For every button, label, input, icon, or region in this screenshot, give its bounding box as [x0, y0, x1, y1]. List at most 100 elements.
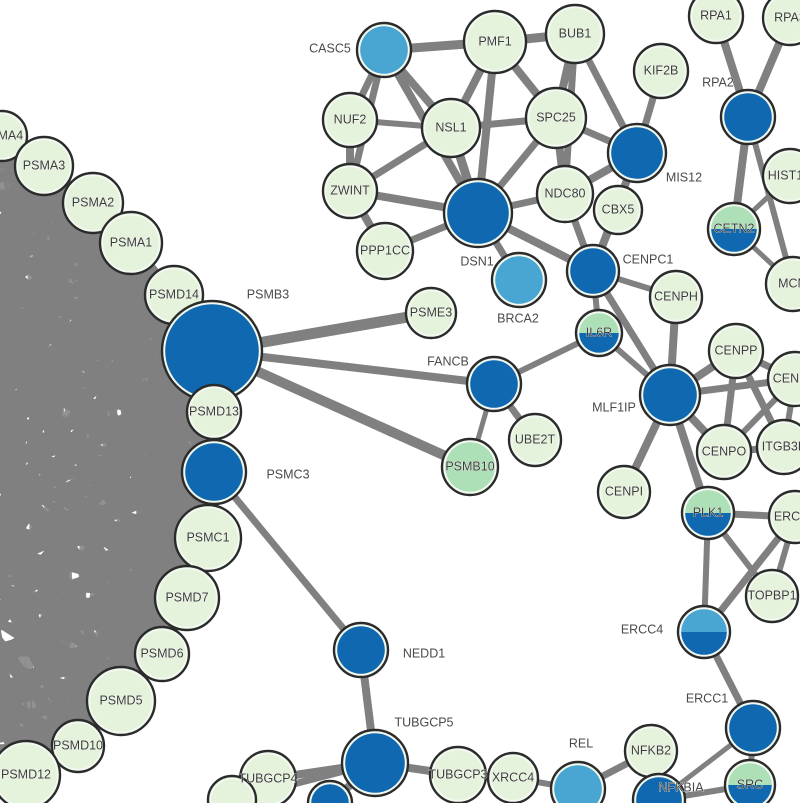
node-label: BRCA2 [497, 311, 539, 325]
node-mis12[interactable] [606, 122, 668, 184]
node-psmb10[interactable] [440, 437, 500, 497]
node-cenpc1[interactable] [565, 243, 621, 299]
node-nedd1[interactable] [332, 621, 390, 679]
node-label: TUBGCP3 [428, 767, 487, 781]
node-label: CASC5 [309, 41, 351, 55]
node-ppp1cc[interactable] [355, 221, 415, 281]
node-fill [185, 443, 243, 501]
edge [211, 469, 364, 653]
node-fill-top [681, 609, 727, 632]
node-fill [529, 91, 583, 145]
node-ndc80[interactable] [535, 164, 595, 224]
node-plk1[interactable] [680, 485, 736, 541]
node-src[interactable] [723, 758, 777, 803]
node-mlf1ip[interactable] [638, 363, 702, 427]
node-dsn1[interactable] [442, 177, 514, 249]
node-nsl1[interactable] [420, 97, 482, 159]
node-zwint[interactable] [321, 162, 379, 220]
node-rel[interactable] [549, 760, 607, 803]
node-fill [628, 728, 674, 774]
node-label: TUBGCP4 [238, 771, 297, 785]
node-rpa3[interactable] [761, 0, 800, 47]
node-label: PSMC3 [266, 467, 309, 481]
node-ercc4[interactable] [676, 604, 732, 660]
node-bub1[interactable] [544, 3, 606, 65]
node-psma3[interactable] [13, 135, 75, 197]
node-label: NUF2 [334, 112, 367, 126]
node-tubgcp3[interactable] [428, 745, 488, 803]
node-cenph[interactable] [648, 269, 704, 325]
node-hist1h[interactable] [761, 147, 800, 205]
node-label: PSMB3 [247, 287, 289, 301]
node-cenpi[interactable] [596, 464, 652, 520]
node-fill [643, 368, 697, 422]
node-ube2t[interactable] [507, 412, 563, 468]
node-psma1[interactable] [98, 210, 164, 276]
node-fill [326, 167, 374, 215]
node-tubgcp5[interactable] [340, 728, 410, 798]
node-fill [409, 291, 453, 335]
node-label: PSMD5 [99, 693, 142, 707]
node-psmc1[interactable] [173, 503, 243, 573]
node-fill [766, 152, 800, 200]
node-rpa1[interactable] [687, 0, 745, 45]
node-psmd5[interactable] [85, 665, 157, 737]
node-psmd12[interactable] [0, 739, 62, 803]
node-cbx5[interactable] [592, 184, 644, 236]
node-fill [729, 704, 777, 752]
node-nfkbia[interactable] [631, 772, 687, 803]
node-topbp1[interactable] [744, 568, 800, 624]
node-cenpq[interactable] [766, 350, 800, 408]
node-cetn2[interactable] [706, 201, 762, 257]
node-label: RPA2 [702, 75, 734, 89]
node-fill [66, 176, 120, 230]
node-ercc1[interactable] [724, 699, 782, 757]
node-il6r[interactable] [574, 308, 624, 358]
node-pmf1[interactable] [462, 9, 528, 75]
node-fill [55, 723, 101, 769]
node-fill [190, 388, 238, 436]
node-fill-bottom [685, 513, 731, 536]
node-spc25[interactable] [524, 86, 588, 150]
node-fill [345, 733, 405, 793]
node-fill [549, 8, 601, 60]
node-psme3[interactable] [404, 286, 458, 340]
node-label: PSMA4 [0, 128, 23, 142]
node-cenpo[interactable] [695, 423, 753, 481]
node-rpa2[interactable] [719, 88, 777, 146]
node-fill [467, 14, 523, 70]
node-unlabeled[interactable] [206, 774, 258, 803]
node-cenpp[interactable] [707, 322, 765, 380]
node-itgb3b[interactable] [755, 418, 800, 476]
node-psmb3[interactable] [160, 299, 264, 403]
node-psmd10[interactable] [50, 718, 106, 774]
node-kif2b[interactable] [632, 42, 690, 100]
node-label: SRC [737, 777, 763, 791]
node-psmd6[interactable] [133, 625, 191, 683]
node-psmd7[interactable] [153, 564, 221, 632]
node-xrcc4[interactable] [486, 751, 540, 803]
node-psmc3[interactable] [180, 438, 248, 506]
node-fill-top [728, 763, 772, 785]
node-nuf2[interactable] [321, 91, 379, 149]
node-unlabeled[interactable] [306, 779, 354, 803]
node-fill [570, 248, 616, 294]
node-fill [165, 304, 259, 398]
node-mcm[interactable] [764, 255, 800, 313]
node-fancb[interactable] [465, 355, 523, 413]
node-casc5[interactable] [355, 21, 413, 79]
node-nfkb2[interactable] [623, 723, 679, 779]
node-fill [611, 127, 663, 179]
node-fill [769, 260, 800, 308]
node-label: PSMD12 [1, 767, 51, 781]
node-psmd13[interactable] [185, 383, 243, 441]
edge [745, 116, 796, 285]
node-label: PMF1 [478, 34, 511, 48]
node-psma2[interactable] [61, 171, 125, 235]
node-ercc2[interactable] [767, 489, 800, 545]
node-brca2[interactable] [490, 251, 548, 309]
node-fill-bottom [728, 785, 772, 803]
